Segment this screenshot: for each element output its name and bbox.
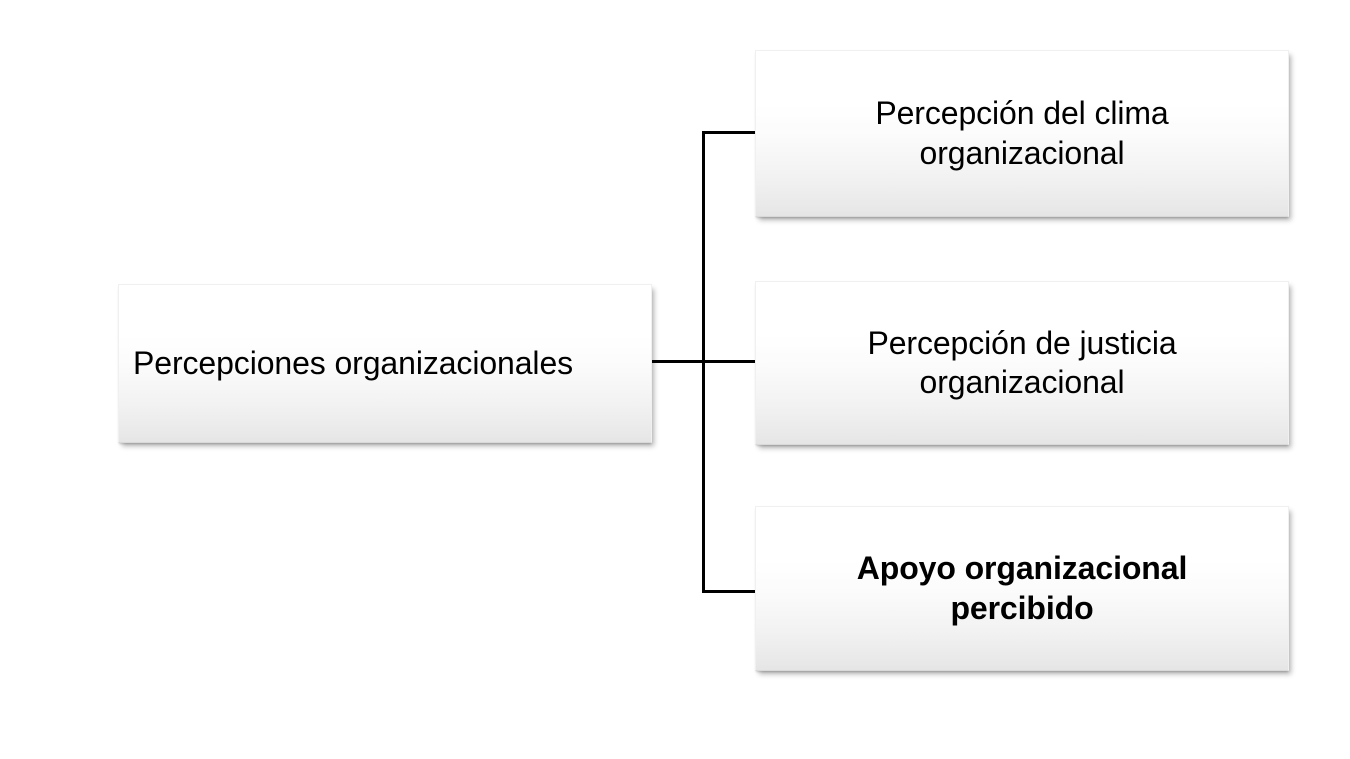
connector-branch-to-clima xyxy=(702,131,757,134)
node-percepciones-organizacionales[interactable]: Percepciones organizacionales xyxy=(118,284,652,443)
connector-root-stub xyxy=(651,360,705,363)
node-percepcion-justicia-organizacional[interactable]: Percepción de justicia organizacional xyxy=(755,281,1289,445)
node-label-percepcion-clima-organizacional: Percepción del clima organizacional xyxy=(875,95,1169,171)
connector-branch-to-justicia xyxy=(702,360,757,363)
node-percepcion-clima-organizacional[interactable]: Percepción del clima organizacional xyxy=(755,50,1289,217)
node-label-apoyo-organizacional-percibido: Apoyo organizacional percibido xyxy=(856,550,1188,626)
node-label-percepciones-organizacionales: Percepciones organizacionales xyxy=(133,344,574,381)
connector-branch-to-apoyo xyxy=(702,590,757,593)
node-apoyo-organizacional-percibido[interactable]: Apoyo organizacional percibido xyxy=(755,506,1289,671)
node-label-percepcion-justicia-organizacional: Percepción de justicia organizacional xyxy=(867,324,1177,400)
